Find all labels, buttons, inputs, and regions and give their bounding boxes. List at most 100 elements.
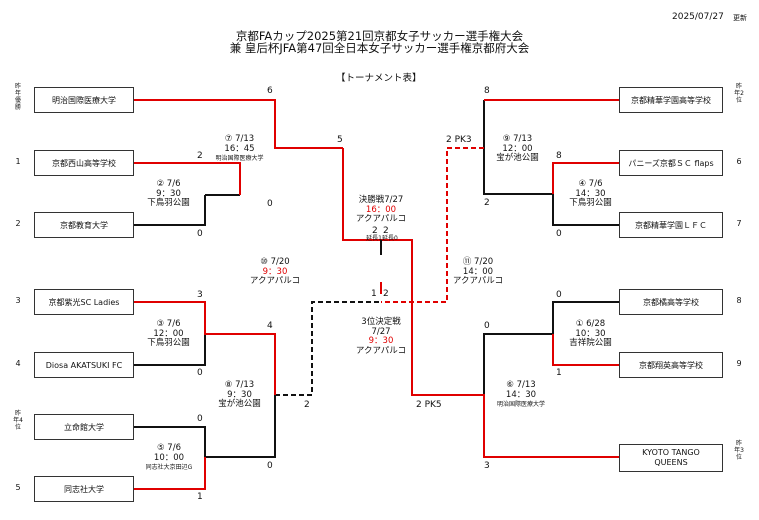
match-7-venue: 明治国際医療大学 [215,155,264,162]
seed-r5: 9 [736,359,742,368]
match-11-venue: アクアパルコ [452,276,504,286]
seed-r4: 8 [736,296,742,305]
third-info: 3位決定戦 7/27 9：30 アクアパルコ [350,317,412,356]
match-1-venue: 吉祥院公園 [569,338,612,348]
score-third-right: 2 [383,289,389,299]
line-l67 [205,395,276,458]
score-l5: 0 [197,368,203,378]
match-11-no: ⑪ 7/20 [462,257,494,267]
score-l67: 0 [267,461,273,471]
score-l23: 0 [267,199,273,209]
line-l5 [134,334,206,366]
match-11-time: 14：00 [462,266,494,277]
score-r45: 0 [484,321,490,331]
team-r5: 京都翔英高等学校 [619,352,723,378]
match-3-venue: 下鳥羽公園 [147,338,190,348]
page-subtitle: 【トーナメント表】 [336,73,422,84]
seed-r6: 昨年3位 [734,440,744,461]
match-5-venue: 同志社大京田辺G [145,464,193,471]
team-r3: 京都精華学園ＬＦＣ [619,212,723,238]
match-7-time: 16：45 [224,143,255,154]
final-note: 延長1延長0 [361,234,403,244]
final-note-text: 延長1延長0 [366,235,398,242]
score-l7: 1 [197,492,203,502]
match-6-info: ⑥ 7/13 14：30 明治国際医療大学 [490,380,552,410]
seed-r3: 7 [736,219,742,228]
update-date: 2025/07/27 [672,12,724,22]
match-3-no: ③ 7/6 [156,319,181,329]
line-l6 [134,426,206,457]
score-r1: 8 [484,86,490,96]
match-4-info: ④ 7/6 14：30 下鳥羽公園 [563,179,618,209]
match-9-time: 12：00 [502,143,533,154]
score-l45: 4 [267,321,273,331]
final-no: 決勝戦7/27 [358,195,404,205]
team-l6: 立命館大学 [34,414,134,440]
team-r1: 京都精華学園高等学校 [619,87,723,113]
match-9-venue: 宝が池公園 [496,153,539,163]
match-2-time: 9：30 [156,188,181,199]
line-l4 [134,301,276,395]
score-third-left: 1 [371,289,377,299]
seed-l5: 4 [15,359,21,368]
match-1-info: ① 6/28 10：30 吉祥院公園 [563,319,618,349]
team-l2: 京都西山高等学校 [34,150,134,176]
third-venue: アクアパルコ [355,345,407,356]
match-9-info: ⑨ 7/13 12：00 宝が池公園 [490,134,545,164]
team-l7: 同志社大学 [34,476,134,502]
match-2-venue: 下鳥羽公園 [147,198,190,208]
match-7-info: ⑦ 7/13 16：45 明治国際医療大学 [212,134,267,164]
score-rq2: 2 PK5 [416,400,442,410]
final-info: 決勝戦7/27 16：00 アクアパルコ [350,195,412,225]
match-8-info: ⑧ 7/13 9：30 宝が池公園 [212,380,267,410]
score-r5: 1 [556,368,562,378]
match-6-time: 14：30 [505,389,537,400]
line-rq1 [381,147,484,303]
line-m10-lower [275,301,381,396]
score-l6: 0 [197,414,203,424]
final-time: 16：00 [365,204,397,215]
line-l2 [134,162,241,195]
score-l1: 6 [267,86,273,96]
score-final-left: 2 [372,226,378,236]
match-10-time: 9：30 [262,266,288,277]
score-lq1: 5 [337,135,343,145]
team-l3: 京都教育大学 [34,212,134,238]
line-l3 [134,195,206,226]
third-date: 7/27 [371,326,391,337]
score-l2: 2 [197,151,203,161]
score-r3: 0 [556,229,562,239]
final-venue: アクアパルコ [355,214,407,224]
match-11-info: ⑪ 7/20 14：00 アクアパルコ [448,257,508,287]
score-lq2: 2 [304,400,310,410]
match-10-no: ⑩ 7/20 [260,257,290,267]
match-3-time: 12：00 [153,328,184,339]
match-5-info: ⑤ 7/6 10：00 同志社大京田辺G [138,443,200,473]
match-3-info: ③ 7/6 12：00 下鳥羽公園 [141,319,196,349]
seed-l1: 昨年優勝 [14,83,21,111]
match-7-no: ⑦ 7/13 [224,134,255,144]
score-l4: 3 [197,290,203,300]
team-r6-line2: QUEENS [654,458,688,467]
update-label: 更新 [733,14,747,22]
line-r6 [381,239,619,458]
third-no: 3位決定戦 [361,317,401,327]
score-rq1: 2 PK3 [446,135,472,145]
match-5-no: ⑤ 7/6 [156,443,181,453]
team-l5: Diosa AKATSUKI FC [34,352,134,378]
match-6-no: ⑥ 7/13 [506,380,536,390]
match-8-time: 9：30 [227,389,252,400]
match-10-info: ⑩ 7/20 9：30 アクアパルコ [245,257,305,287]
team-r6: KYOTO TANGO QUEENS [619,444,723,472]
line-l7 [134,457,206,490]
line-r5 [552,334,619,366]
score-l3: 0 [197,229,203,239]
seed-l6: 昨年4位 [13,410,23,431]
seed-l3: 2 [15,219,21,228]
score-final-right: 2 [383,226,389,236]
team-l4: 京都紫光SC Ladies [34,289,134,315]
score-r6: 3 [484,461,490,471]
line-l1 [134,99,343,149]
score-r2: 8 [556,151,562,161]
